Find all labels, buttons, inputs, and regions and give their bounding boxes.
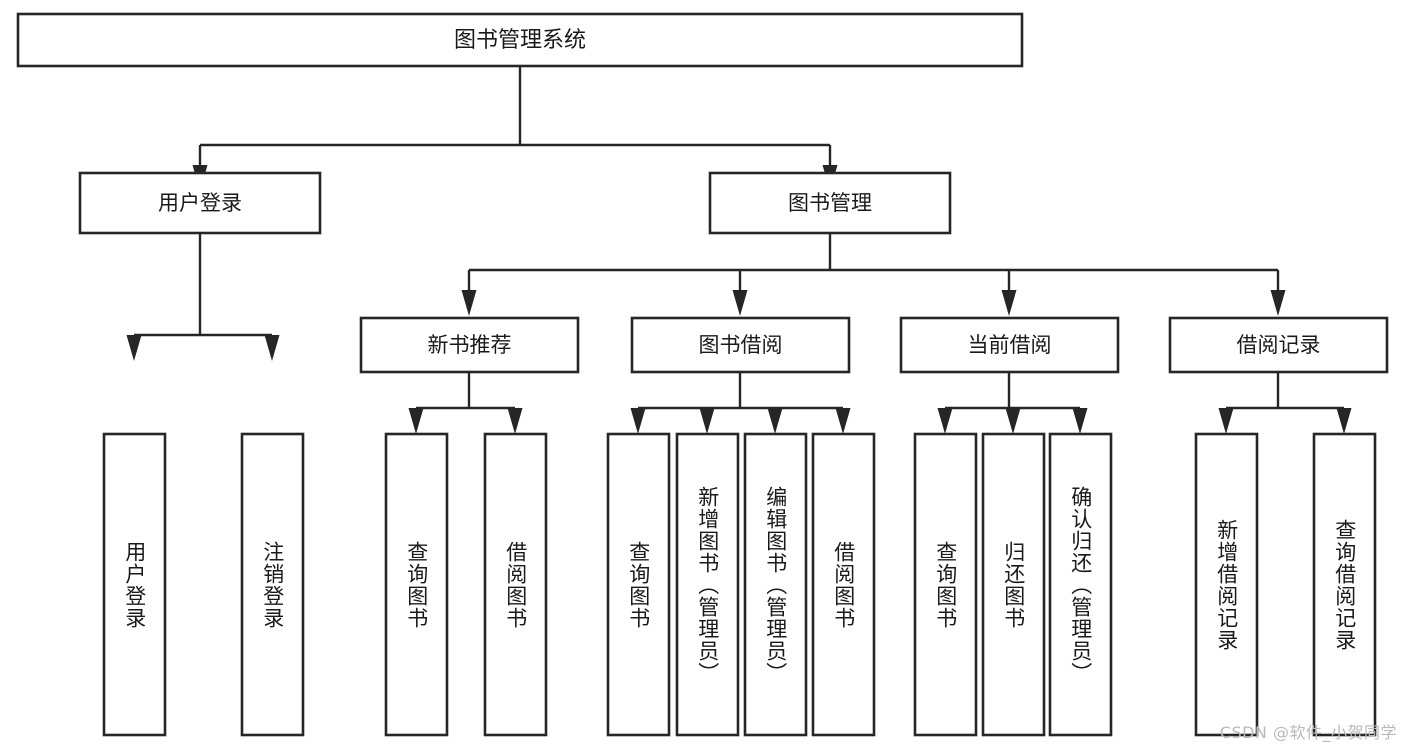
arrow-head-icon [699,408,715,434]
node-box-leaf-query-borrow-record[interactable] [1312,432,1377,737]
connector-layer [126,66,1352,434]
node-box-leaf-add-borrow-record[interactable] [1194,432,1259,737]
arrow-head-icon [1072,408,1088,434]
node-box-leaf-borrow-book-2[interactable] [811,432,876,737]
conn-newbook-to-leaves [408,372,523,434]
node-box-leaf-borrow-book-1[interactable] [483,432,548,737]
arrow-head-icon [1005,408,1021,434]
node-box-current-borrow[interactable] [899,316,1120,374]
node-box-layer [16,12,1389,737]
arrow-head-icon [835,408,851,434]
node-box-user-login[interactable] [78,171,322,235]
node-box-leaf-edit-book-admin[interactable] [743,432,808,737]
arrow-head-icon [507,408,523,434]
arrow-head-icon [126,335,142,361]
arrow-head-icon [937,408,953,434]
node-label-book-borrow: 图书借阅 [699,333,783,357]
arrow-head-icon [1218,408,1234,434]
conn-currentborrow-to-leaves [937,372,1088,434]
node-box-leaf-query-book-1[interactable] [384,432,449,737]
node-label-current-borrow: 当前借阅 [968,333,1052,357]
node-box-borrow-record[interactable] [1168,316,1389,374]
conn-borrowrecord-to-leaves [1218,372,1352,434]
arrow-head-icon [1001,290,1017,316]
node-box-book-manage[interactable] [708,171,952,235]
node-box-leaf-query-book-2[interactable] [606,432,671,737]
arrow-head-icon [630,408,646,434]
node-label-book-manage: 图书管理 [788,191,872,215]
arrow-head-icon [1336,408,1352,434]
arrow-head-icon [264,335,280,361]
arrow-head-icon [732,290,748,316]
csdn-watermark: CSDN @软件_小贺同学 [1219,723,1397,742]
node-box-leaf-confirm-return[interactable] [1048,432,1113,737]
node-label-root: 图书管理系统 [454,28,586,53]
arrow-head-icon [767,408,783,434]
arrow-head-icon [461,290,477,316]
node-label-user-login: 用户登录 [158,191,242,215]
node-box-new-book-recommend[interactable] [359,316,580,374]
node-box-leaf-add-book-admin[interactable] [675,432,740,737]
arrow-head-icon [1270,290,1286,316]
node-box-leaf-user-login[interactable] [102,432,167,737]
node-label-borrow-record: 借阅记录 [1237,333,1321,357]
node-box-book-borrow[interactable] [630,316,851,374]
node-label-new-book-recommend: 新书推荐 [428,333,512,357]
conn-bookborrow-to-leaves [630,372,851,434]
conn-bookmanage-to-level3 [461,233,1286,316]
conn-booklogin-to-leaves [126,233,280,361]
node-box-leaf-query-book-3[interactable] [913,432,978,737]
node-box-leaf-user-logout[interactable] [240,432,305,737]
node-box-leaf-return-book[interactable] [981,432,1046,737]
node-box-root[interactable] [16,12,1024,68]
arrow-head-icon [408,408,424,434]
